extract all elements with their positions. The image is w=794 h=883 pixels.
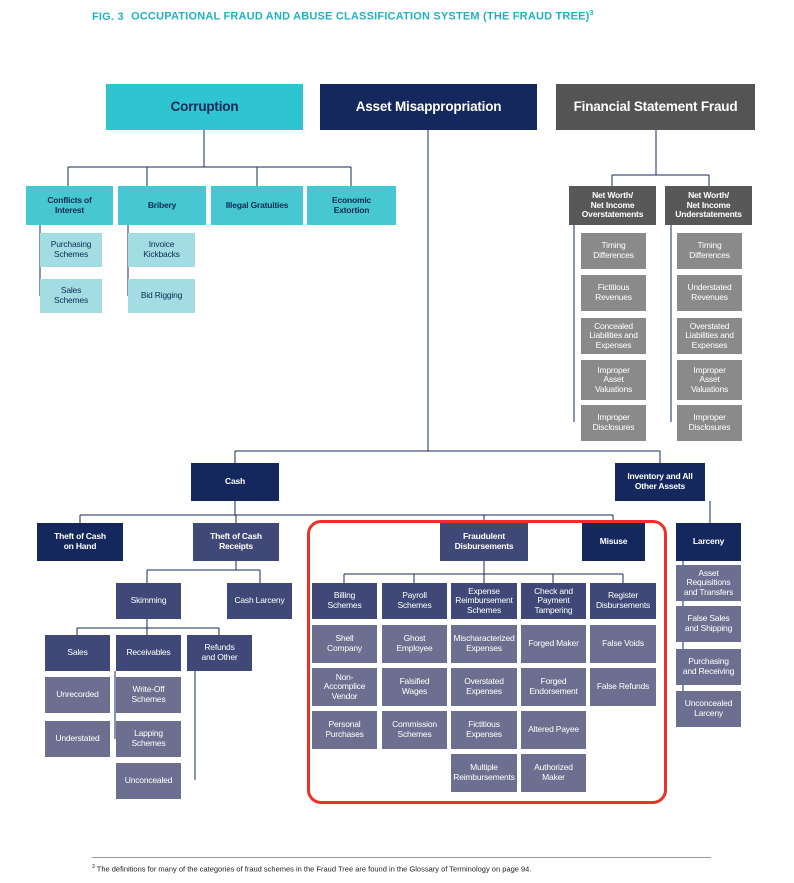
sales-box: Sales (45, 635, 110, 671)
bid-rigging-box: Bid Rigging (128, 279, 195, 313)
fraudulent-disbursements-highlight (307, 520, 667, 804)
expense-reimbursement-schemes-box: Expense Reimbursement Schemes (451, 583, 517, 619)
overstatement-item-3: Concealed Liabilities and Expenses (581, 318, 646, 354)
register-item-1: False Voids (590, 625, 656, 663)
sales-schemes-box: Sales Schemes (40, 279, 102, 313)
receivables-box: Receivables (116, 635, 181, 671)
understatements-box: Net Worth/ Net Income Understatements (665, 186, 752, 225)
bribery-box: Bribery (118, 186, 206, 225)
inventory-box: Inventory and All Other Assets (615, 463, 705, 501)
expense-item-2: Overstated Expenses (451, 668, 517, 706)
invoice-kickbacks-box: Invoice Kickbacks (128, 233, 195, 267)
larceny-item-4: Unconcealed Larceny (676, 691, 741, 727)
overstatements-box: Net Worth/ Net Income Overstatements (569, 186, 656, 225)
corruption-box: Corruption (106, 84, 303, 130)
fraudulent-disbursements-box: Fraudulent Disbursements (440, 523, 528, 561)
check-and-payment-tampering-box: Check and Payment Tampering (521, 583, 586, 619)
purchasing-schemes-box: Purchasing Schemes (40, 233, 102, 267)
theft-of-cash-on-hand-box: Theft of Cash on Hand (37, 523, 123, 561)
asset-misappropriation-box: Asset Misappropriation (320, 84, 537, 130)
check-item-4: Authorized Maker (521, 754, 586, 792)
overstatement-item-2: Fictitious Revenues (581, 275, 646, 311)
footnote-divider (92, 857, 711, 858)
larceny-item-2: False Sales and Shipping (676, 606, 741, 642)
larceny-item-3: Purchasing and Receiving (676, 649, 741, 685)
overstatement-item-5: Improper Disclosures (581, 405, 646, 441)
footnote-number: 3 (92, 864, 95, 870)
illegal-gratuities-box: Illegal Gratuities (211, 186, 303, 225)
check-item-1: Forged Maker (521, 625, 586, 663)
economic-extortion-box: Economic Extortion (307, 186, 396, 225)
billing-item-2: Non- Accomplice Vendor (312, 668, 377, 706)
check-item-2: Forged Endorsement (521, 668, 586, 706)
larceny-item-1: Asset Requisitions and Transfers (676, 565, 741, 601)
understated-box: Understated (45, 721, 110, 757)
title-footnote-ref: 3 (589, 10, 594, 17)
payroll-item-1: Ghost Employee (382, 625, 447, 663)
register-item-2: False Refunds (590, 668, 656, 706)
understatement-item-4: Improper Asset Valuations (677, 360, 742, 400)
understatement-item-2: Understated Revenues (677, 275, 742, 311)
understatement-item-5: Improper Disclosures (677, 405, 742, 441)
overstatement-item-4: Improper Asset Valuations (581, 360, 646, 400)
register-disbursements-box: Register Disbursements (590, 583, 656, 619)
figure-label: FIG. 3 (92, 10, 124, 23)
cash-larceny-box: Cash Larceny (227, 583, 292, 619)
expense-item-3: Fictitious Expenses (451, 711, 517, 749)
larceny-box: Larceny (676, 523, 741, 561)
payroll-schemes-box: Payroll Schemes (382, 583, 447, 619)
billing-item-3: Personal Purchases (312, 711, 377, 749)
refunds-and-other-box: Refunds and Other (187, 635, 252, 671)
misuse-box: Misuse (582, 523, 645, 561)
understatement-item-1: Timing Differences (677, 233, 742, 269)
page-title: FIG. 3 OCCUPATIONAL FRAUD AND ABUSE CLAS… (92, 10, 594, 23)
conflicts-of-interest-box: Conflicts of Interest (26, 186, 113, 225)
understatement-item-3: Overstated Liabilities and Expenses (677, 318, 742, 354)
unrecorded-box: Unrecorded (45, 677, 110, 713)
billing-item-1: Shell Company (312, 625, 377, 663)
expense-item-4: Multiple Reimbursements (451, 754, 517, 792)
footnote-text: The definitions for many of the categori… (96, 864, 532, 874)
payroll-item-2: Falsified Wages (382, 668, 447, 706)
footnote: 3 The definitions for many of the catego… (92, 864, 531, 874)
expense-item-1: Mischaracterized Expenses (451, 625, 517, 663)
payroll-item-3: Commission Schemes (382, 711, 447, 749)
write-off-schemes-box: Write-Off Schemes (116, 677, 181, 713)
figure-title: OCCUPATIONAL FRAUD AND ABUSE CLASSIFICAT… (131, 10, 590, 23)
billing-schemes-box: Billing Schemes (312, 583, 377, 619)
lapping-schemes-box: Lapping Schemes (116, 721, 181, 757)
check-item-3: Altered Payee (521, 711, 586, 749)
financial-statement-fraud-box: Financial Statement Fraud (556, 84, 755, 130)
overstatement-item-1: Timing Differences (581, 233, 646, 269)
theft-of-cash-receipts-box: Theft of Cash Receipts (193, 523, 279, 561)
skimming-box: Skimming (116, 583, 181, 619)
unconcealed-box: Unconcealed (116, 763, 181, 799)
cash-box: Cash (191, 463, 279, 501)
